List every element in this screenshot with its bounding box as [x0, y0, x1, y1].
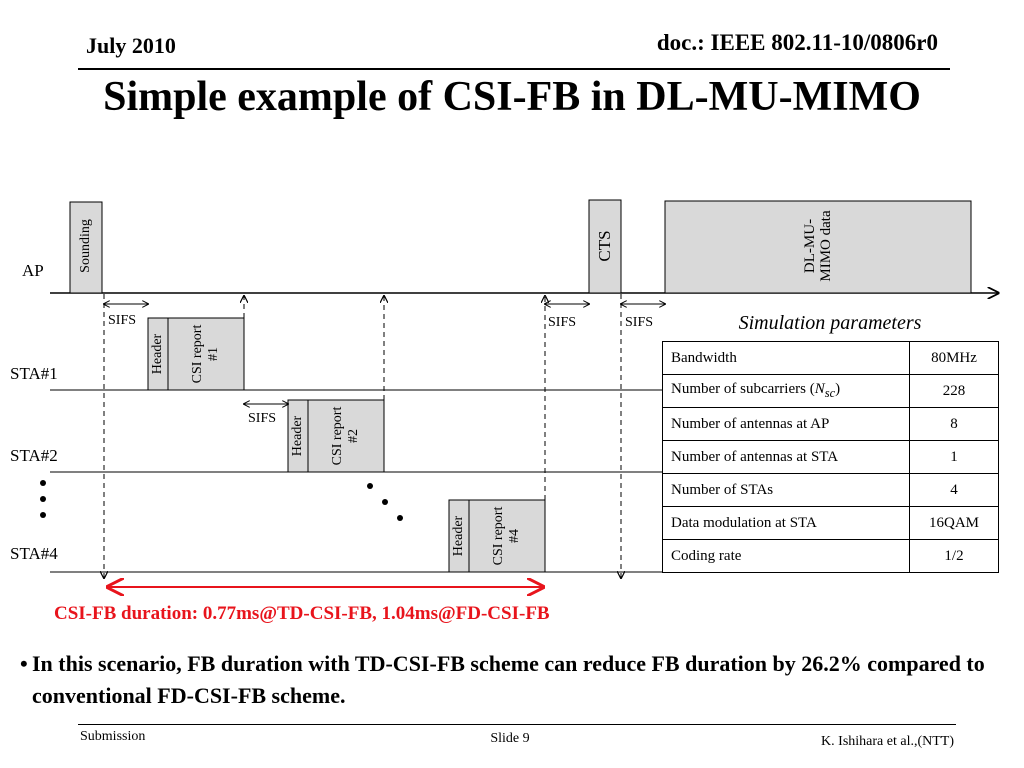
params-table: Bandwidth 80MHz Number of subcarriers (N…: [662, 341, 999, 573]
table-row: Bandwidth 80MHz: [662, 341, 999, 375]
data-frame: [664, 200, 972, 294]
table-row: Number of subcarriers (Nsc) 228: [662, 374, 999, 408]
cts-label: CTS: [595, 230, 614, 262]
table-row: Number of antennas at AP 8: [662, 407, 999, 441]
param-name: Number of STAs: [662, 473, 910, 507]
sifs-label-1: SIFS: [108, 313, 137, 328]
sta1-header-label: Header: [150, 333, 165, 375]
param-value: 80MHz: [909, 341, 999, 375]
param-value: 1/2: [909, 539, 999, 573]
table-row: Coding rate 1/2: [662, 539, 999, 573]
table-row: Data modulation at STA 16QAM: [662, 506, 999, 540]
sta1-csi-frame: [167, 317, 245, 391]
param-name: Number of antennas at AP: [662, 407, 910, 441]
table-row: Number of antennas at STA 1: [662, 440, 999, 474]
param-value: 228: [909, 374, 999, 408]
footer-submission: Submission: [80, 729, 146, 744]
param-value: 4: [909, 473, 999, 507]
sta2-csi-label: CSI report #2: [330, 406, 361, 466]
params-title: Simulation parameters: [738, 312, 922, 334]
param-name: Number of subcarriers (Nsc): [662, 374, 910, 408]
header-date: July 2010: [86, 33, 176, 58]
footer-slide-number: Slide 9: [490, 731, 530, 746]
header-rule: [78, 68, 950, 70]
sta2-header-label: Header: [290, 415, 305, 457]
sifs-label-4: SIFS: [625, 315, 654, 330]
param-value: 8: [909, 407, 999, 441]
footer-rule: [78, 724, 956, 725]
bullet-icon: •: [20, 651, 28, 676]
header-doc-id: doc.: IEEE 802.11-10/0806r0: [656, 30, 938, 55]
param-name: Bandwidth: [662, 341, 910, 375]
sifs-label-3: SIFS: [548, 315, 577, 330]
footer-author: K. Ishihara et al.,(NTT): [821, 734, 954, 749]
station-label-sta2: STA#2: [10, 446, 58, 465]
param-name: Data modulation at STA: [662, 506, 910, 540]
slide-title: Simple example of CSI-FB in DL-MU-MIMO: [103, 74, 921, 120]
station-label-sta1: STA#1: [10, 364, 58, 383]
fb-duration-caption: CSI-FB duration: 0.77ms@TD-CSI-FB, 1.04m…: [54, 603, 550, 624]
station-label-sta4: STA#4: [10, 544, 58, 563]
sifs-label-2: SIFS: [248, 411, 277, 426]
sta2-csi-frame: [307, 399, 385, 473]
sta4-csi-label: CSI report #4: [491, 506, 522, 566]
station-label-ap: AP: [22, 261, 44, 280]
table-row: Number of STAs 4: [662, 473, 999, 507]
cts-frame: [588, 199, 622, 294]
sounding-frame: [69, 201, 103, 294]
param-value: 1: [909, 440, 999, 474]
sounding-label: Sounding: [78, 219, 93, 273]
param-name: Coding rate: [662, 539, 910, 573]
param-value: 16QAM: [909, 506, 999, 540]
param-name: Number of antennas at STA: [662, 440, 910, 474]
sta1-csi-label: CSI report #1: [190, 324, 221, 384]
bullet-text: In this scenario, FB duration with TD-CS…: [32, 651, 985, 708]
data-label: DL-MU-MIMO data: [802, 210, 834, 282]
sta4-header-label: Header: [451, 515, 466, 557]
